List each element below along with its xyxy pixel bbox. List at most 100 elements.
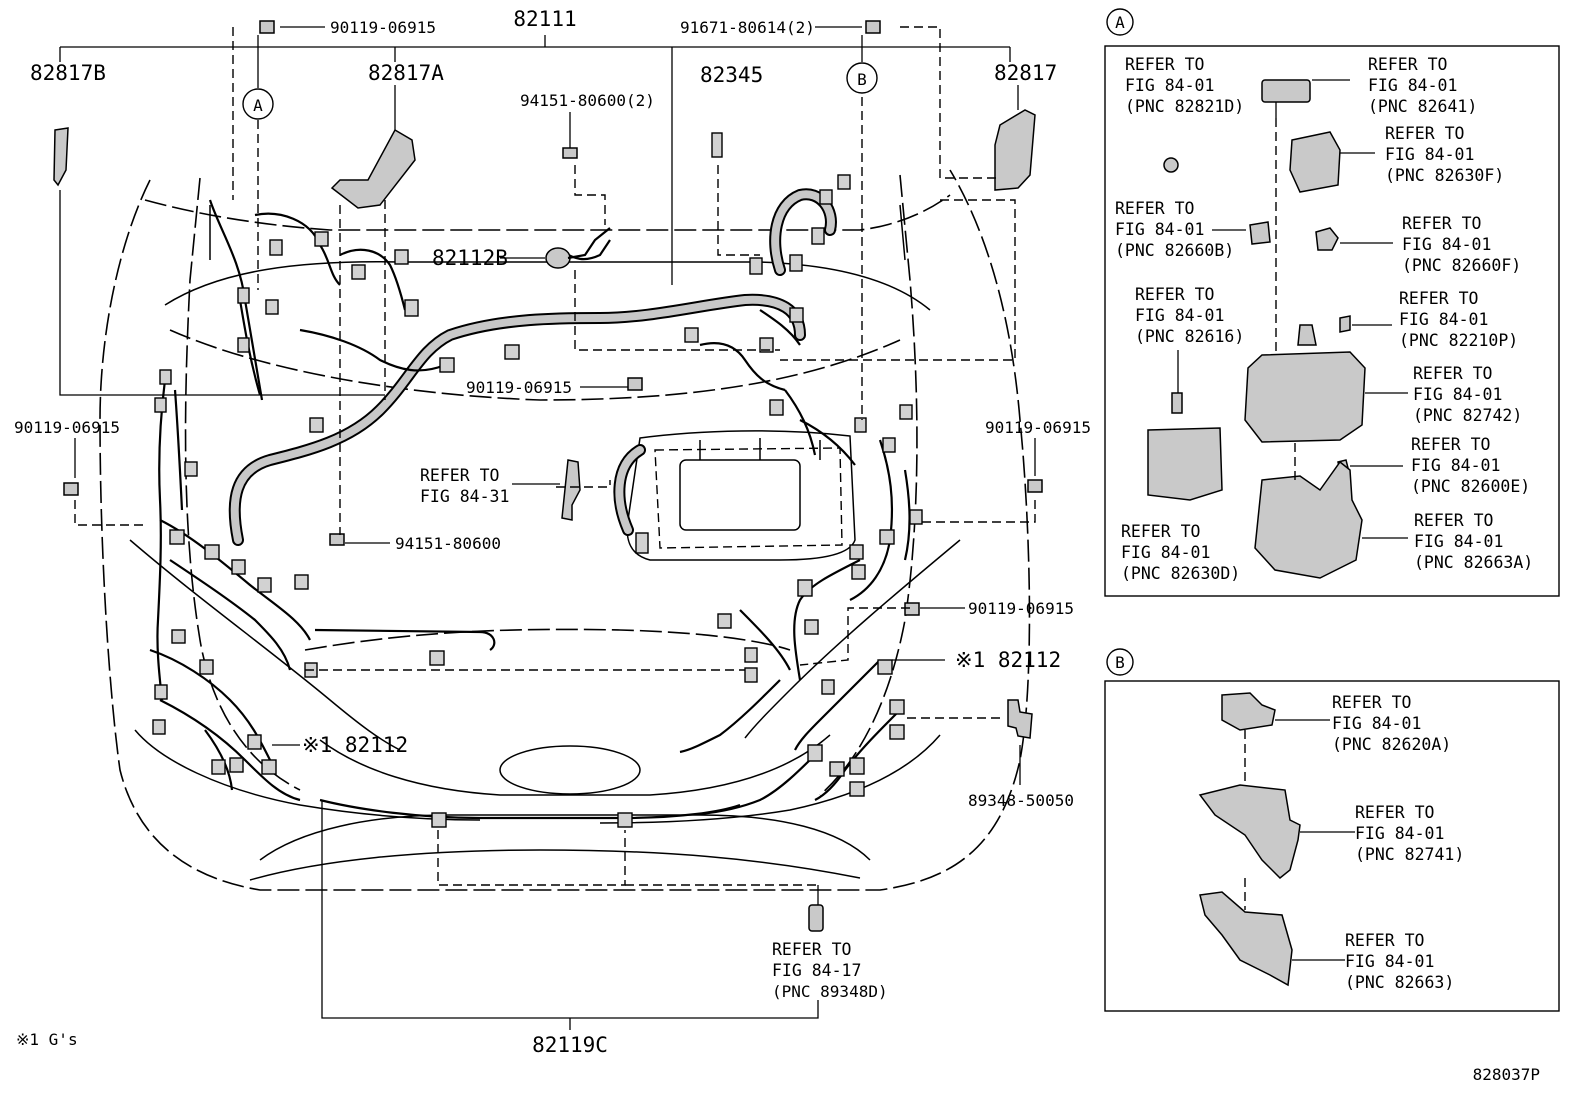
callout-82111: 82111 (513, 7, 576, 31)
panel-a-82641-l2: FIG 84-01 (1368, 76, 1457, 95)
panel-a-82742-l2: FIG 84-01 (1413, 385, 1502, 404)
panel-b-82620a-l2: FIG 84-01 (1332, 714, 1421, 733)
circle-a-main-text: A (253, 96, 263, 115)
panel-a-item-82210p: REFER TO FIG 84-01 (PNC 82210P) (1399, 289, 1518, 350)
panel-a-82660f-l1: REFER TO (1402, 214, 1481, 233)
panel-a-82821d-l1: REFER TO (1125, 55, 1204, 74)
engine-block-sketch (626, 430, 856, 561)
panel-a-82663a-l1: REFER TO (1414, 511, 1493, 530)
panel-b-82663-l2: FIG 84-01 (1345, 952, 1434, 971)
nut-94151-top-shape (562, 147, 578, 159)
callout-bolt-90119-mid-right: 90119-06915 (968, 599, 1074, 618)
panel-a-item-82630d: REFER TO FIG 84-01 (PNC 82630D) (1121, 522, 1240, 583)
brackets-and-fasteners (53, 20, 1043, 932)
panel-a-82600e-l3: (PNC 82600E) (1411, 477, 1530, 496)
detail-panel-b: B REFER TO FIG 84-01 (PNC 82620A) REFER … (1104, 648, 1560, 1012)
callout-82112-right: ※1 82112 (955, 648, 1061, 672)
panel-a-82641-l1: REFER TO (1368, 55, 1447, 74)
panel-a-82742-l1: REFER TO (1413, 364, 1492, 383)
callout-82112-left: ※1 82112 (302, 733, 408, 757)
panel-a-82630f-l1: REFER TO (1385, 124, 1464, 143)
panel-b-82741-l3: (PNC 82741) (1355, 845, 1464, 864)
panel-a-item-82630f: REFER TO FIG 84-01 (PNC 82630F) (1385, 124, 1504, 185)
panel-a-82630f-l2: FIG 84-01 (1385, 145, 1474, 164)
panel-a-82630d-l1: REFER TO (1121, 522, 1200, 541)
harness-wires (149, 199, 911, 820)
panel-a-82630d-l2: FIG 84-01 (1121, 543, 1210, 562)
panel-b-frame (1104, 680, 1560, 1012)
panel-a-82616-l3: (PNC 82616) (1135, 327, 1244, 346)
panel-a-82663a-l3: (PNC 82663A) (1414, 553, 1533, 572)
panel-b-circle (1106, 648, 1134, 676)
callout-nut-94151-top: 94151-80600(2) (520, 91, 655, 110)
clamp-82112b-shape (545, 247, 571, 269)
panel-a-82600e-l1: REFER TO (1411, 435, 1490, 454)
panel-a-item-82616: REFER TO FIG 84-01 (PNC 82616) (1135, 285, 1244, 346)
panel-a-82210p-l3: (PNC 82210P) (1399, 331, 1518, 350)
refer-84-31-line1: REFER TO (420, 466, 499, 485)
panel-a-item-82821d: REFER TO FIG 84-01 (PNC 82821D) (1125, 55, 1244, 116)
sensor-89348d-shape (808, 904, 824, 932)
part-callouts: 82111 82817B 82817A 82817 82345 82112B ※… (14, 7, 1091, 1057)
panel-a-82660b-l1: REFER TO (1115, 199, 1194, 218)
panel-b-82663-l3: (PNC 82663) (1345, 973, 1454, 992)
callout-bolt-90119-top: 90119-06915 (330, 18, 436, 37)
panel-a-82660f-l2: FIG 84-01 (1402, 235, 1491, 254)
panel-a-label: A (1115, 13, 1125, 32)
panel-a-82210p-l2: FIG 84-01 (1399, 310, 1488, 329)
callout-bolt-90119-left: 90119-06915 (14, 418, 120, 437)
callout-bolt-90119-right: 90119-06915 (985, 418, 1091, 437)
panel-a-82210p-l1: REFER TO (1399, 289, 1478, 308)
panel-a-82616-l1: REFER TO (1135, 285, 1214, 304)
panel-a-82663a-l2: FIG 84-01 (1414, 532, 1503, 551)
panel-a-circle (1106, 8, 1134, 36)
panel-b-82741-l2: FIG 84-01 (1355, 824, 1444, 843)
callout-bolt-90119-center: 90119-06915 (466, 378, 572, 397)
footnote: ※1 G's (16, 1030, 78, 1049)
refer-84-17-line2: FIG 84-17 (772, 961, 861, 980)
refer-84-17-line3: (PNC 89348D) (772, 982, 888, 1001)
callout-82345: 82345 (700, 63, 763, 87)
panel-a-82821d-l2: FIG 84-01 (1125, 76, 1214, 95)
panel-b-82741-l1: REFER TO (1355, 803, 1434, 822)
panel-b-item-82620a: REFER TO FIG 84-01 (PNC 82620A) (1332, 693, 1451, 754)
panel-a-82630f-l3: (PNC 82630F) (1385, 166, 1504, 185)
panel-a-82660b-l2: FIG 84-01 (1115, 220, 1204, 239)
bracket-82817a-shape (330, 128, 416, 209)
panel-b-label: B (1115, 653, 1125, 672)
callout-bolt-91671-top: 91671-80614(2) (680, 18, 815, 37)
harness-trunk (228, 188, 837, 546)
panel-a-82821d-l3: (PNC 82821D) (1125, 97, 1244, 116)
panel-b-82620a-l1: REFER TO (1332, 693, 1411, 712)
bracket-82817b-shape (53, 127, 69, 187)
panel-a-item-82660f: REFER TO FIG 84-01 (PNC 82660F) (1402, 214, 1521, 275)
panel-b-item-82741: REFER TO FIG 84-01 (PNC 82741) (1355, 803, 1464, 864)
vehicle-body-outline (99, 169, 1031, 891)
panel-a-82600e-l2: FIG 84-01 (1411, 456, 1500, 475)
callout-nut-94151-mid: 94151-80600 (395, 534, 501, 553)
callout-82817b: 82817B (30, 61, 106, 85)
refer-fig-84-31: REFER TO FIG 84-31 (420, 466, 509, 506)
callout-82817a: 82817A (368, 61, 444, 85)
refer-84-31-part-shape (561, 459, 581, 521)
panel-a-components (1147, 79, 1366, 579)
panel-b-82663-l1: REFER TO (1345, 931, 1424, 950)
diagram-id: 828037P (1473, 1065, 1540, 1084)
circle-b-main-text: B (857, 70, 867, 89)
refer-84-31-line2: FIG 84-31 (420, 487, 509, 506)
panel-a-frame (1104, 45, 1560, 597)
detail-panel-a: A REFER TO FIG 84-01 (PNC 82821D) (1104, 8, 1560, 597)
callout-82817: 82817 (994, 61, 1057, 85)
panel-a-item-82663a: REFER TO FIG 84-01 (PNC 82663A) (1414, 511, 1533, 572)
bracket-82817-shape (994, 109, 1036, 191)
panel-a-82616-l2: FIG 84-01 (1135, 306, 1224, 325)
panel-a-82641-l3: (PNC 82641) (1368, 97, 1477, 116)
panel-a-82742-l3: (PNC 82742) (1413, 406, 1522, 425)
panel-b-item-82663: REFER TO FIG 84-01 (PNC 82663) (1345, 931, 1454, 992)
panel-a-item-82641: REFER TO FIG 84-01 (PNC 82641) (1368, 55, 1477, 116)
panel-a-82660f-l3: (PNC 82660F) (1402, 256, 1521, 275)
panel-b-82620a-l3: (PNC 82620A) (1332, 735, 1451, 754)
panel-b-components (1198, 692, 1301, 987)
refer-fig-84-17: REFER TO FIG 84-17 (PNC 89348D) (772, 940, 888, 1001)
